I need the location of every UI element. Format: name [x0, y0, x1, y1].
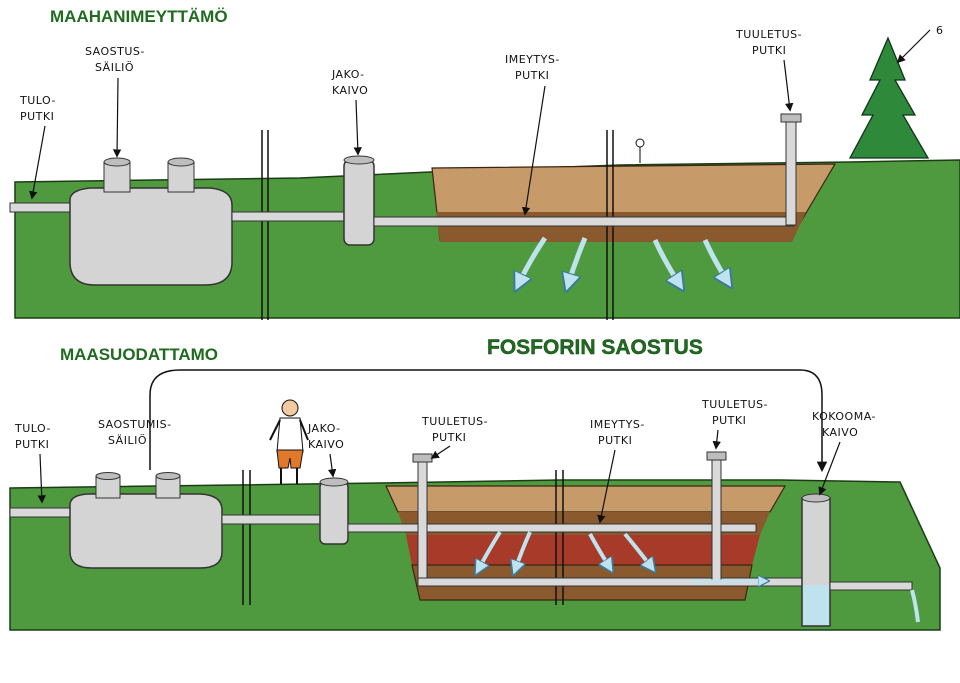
top-section: MAAHANIMEYTTÄMÖ 6: [9, 7, 960, 320]
bottom-water-arrow: [623, 532, 652, 568]
top-pointer-saostus: [112, 77, 122, 158]
top-pointer-tuuletus: [783, 59, 794, 112]
bottom-tank-riser-1-lid: [95, 472, 121, 480]
bottom-label-jakokaivo: JAKO- KAIVO: [307, 422, 345, 451]
bottom-pointer-tuuletus-right: [712, 429, 721, 450]
bottom-label-tuuletusputki-right: TUULETUS- PUTKI: [701, 398, 772, 427]
top-title: MAAHANIMEYTTÄMÖ: [50, 7, 228, 26]
spruce-tree-icon: [848, 36, 930, 159]
top-water-arrow: [652, 238, 680, 285]
top-septic-tank: [69, 187, 233, 286]
person-figure: [269, 399, 309, 484]
bottom-vent-pipe-left: [417, 459, 428, 583]
bottom-water-arrow: [478, 530, 502, 570]
bottom-vent-cap-left: [412, 453, 433, 463]
discharge-water-stream: [910, 589, 920, 623]
bottom-water-arrow: [515, 531, 532, 570]
flower-icon: [635, 138, 645, 163]
page-number: 6: [936, 24, 944, 37]
bottom-label-kokoomakaivo: KOKOOMA- KAIVO: [812, 410, 880, 439]
bottom-distribution-well: [319, 481, 349, 545]
bottom-filter-layer-phosphorus: [406, 535, 760, 565]
top-water-arrow: [518, 236, 548, 285]
top-tank-riser-2-lid: [167, 157, 195, 167]
bottom-label-tulo-putki: TULO- PUTKI: [14, 422, 55, 451]
bottom-upper-infiltration-pipe: [347, 523, 757, 533]
bottom-flow-curve-arrow: [149, 369, 828, 473]
top-outlet-pipe: [231, 211, 348, 222]
bottom-pointer-kokooma: [818, 441, 841, 496]
bottom-collection-well-lid: [801, 493, 831, 503]
bottom-title: MAASUODATTAMO: [60, 345, 218, 364]
bottom-water-arrow: [588, 533, 610, 568]
top-pointer-page-number: [896, 29, 931, 64]
bottom-subtitle: FOSFORIN SAOSTUS: [487, 336, 703, 359]
bottom-label-imeytysputki: IMEYTYS- PUTKI: [590, 418, 649, 447]
bottom-tank-riser-2-lid: [155, 472, 181, 480]
bottom-distribution-well-lid: [319, 477, 349, 487]
top-infiltration-pipe: [373, 216, 795, 227]
top-label-jakokaivo: JAKO- KAIVO: [331, 68, 369, 97]
bottom-filter-soil-top: [385, 485, 787, 513]
bottom-collection-well-water: [803, 585, 829, 625]
top-distribution-well-lid: [343, 155, 375, 165]
top-label-tuuletusputki: TUULETUS- PUTKI: [735, 28, 806, 57]
top-pointer-jako: [353, 99, 362, 156]
top-pointer-tulo: [29, 125, 46, 200]
top-vent-cap: [780, 113, 802, 123]
top-tank-riser-2: [167, 161, 195, 193]
bottom-outlet-pipe: [221, 514, 323, 525]
bottom-label-tuuletusputki-left: TUULETUS- PUTKI: [421, 415, 492, 444]
bottom-section: MAASUODATTAMO FOSFORIN SAOSTUS: [9, 336, 941, 631]
top-water-arrow: [568, 237, 588, 285]
bottom-vent-pipe-right: [711, 457, 722, 583]
top-pointer-imeytys: [521, 85, 546, 216]
top-label-tulo-putki: TULO- PUTKI: [19, 94, 60, 123]
top-distribution-well: [343, 159, 375, 246]
bottom-label-saostumis-sailio: SAOSTUMIS- SÄILIÖ: [98, 418, 176, 447]
bottom-discharge-pipe: [829, 581, 913, 591]
bottom-vent-cap-right: [706, 451, 727, 461]
bottom-pointer-tuuletus-left: [430, 445, 451, 459]
top-label-imeytysputki: IMEYTYS- PUTKI: [505, 53, 564, 82]
top-vent-pipe: [785, 119, 797, 226]
bottom-pointer-jako: [327, 453, 337, 478]
top-label-saostus-sailio: SAOSTUS- SÄILIÖ: [85, 45, 149, 74]
top-water-arrow: [702, 238, 728, 282]
bottom-septic-tank: [69, 493, 223, 569]
top-tank-riser-1-lid: [103, 157, 131, 167]
bottom-pointer-imeytys: [597, 449, 616, 524]
bottom-pointer-tulo: [37, 453, 46, 504]
